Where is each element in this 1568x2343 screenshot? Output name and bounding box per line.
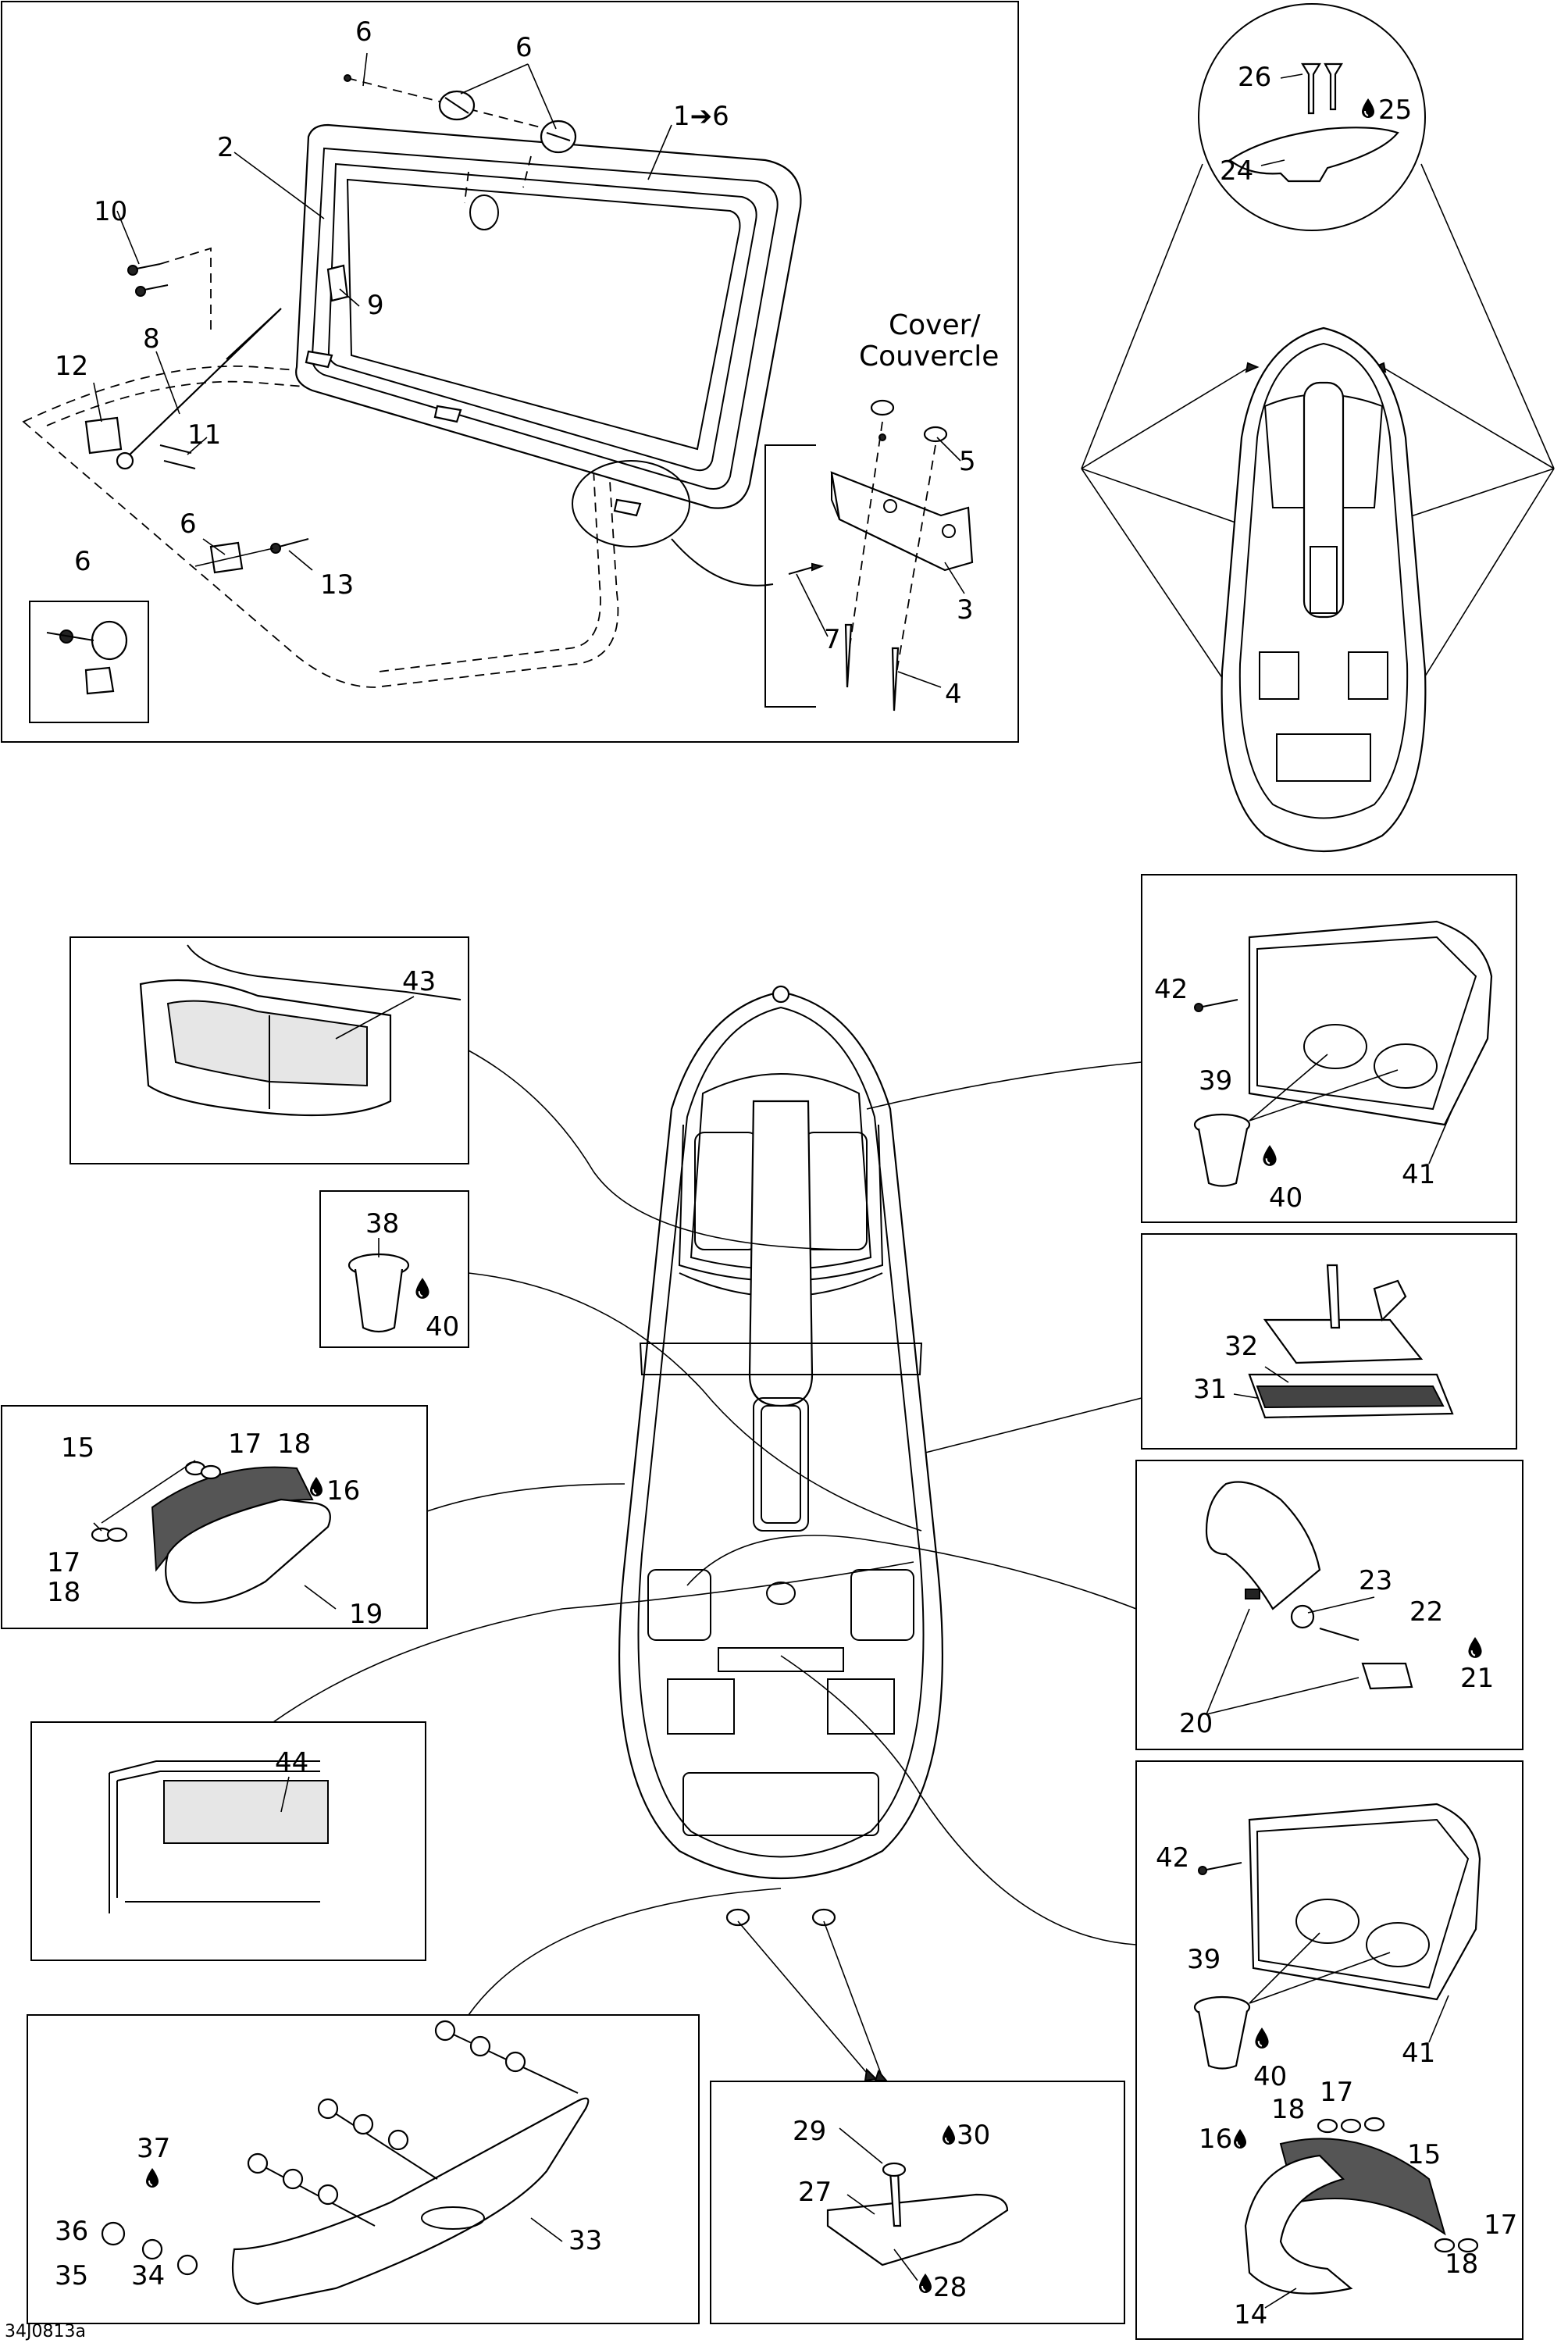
callout-38: 38 <box>365 1208 399 1239</box>
callout-40b: 40 <box>1269 1182 1303 1214</box>
callout-20: 20 <box>1179 1708 1213 1739</box>
lid-assembly-panel: 6 6 1➔6 2 10 9 8 12 11 6 13 6 Cover/ Cou… <box>1 1 1019 743</box>
callout-44: 44 <box>275 1747 308 1778</box>
callout-18b: 18 <box>47 1577 80 1608</box>
latch-knobs <box>344 74 577 204</box>
callout-18a: 18 <box>277 1428 311 1460</box>
callout-35: 35 <box>55 2260 88 2291</box>
callout-17d: 17 <box>1484 2209 1517 2241</box>
panel-19-grab-handle: 15 17 18 16 17 18 19 <box>1 1405 428 1630</box>
callout-17a: 17 <box>228 1428 262 1460</box>
callout-13: 13 <box>320 569 354 601</box>
callout-36: 36 <box>55 2216 88 2247</box>
callout-6c: 6 <box>180 508 197 540</box>
callout-7: 7 <box>824 624 841 655</box>
callout-25: 25 <box>1378 95 1412 126</box>
nut-washer-set <box>101 2020 526 2276</box>
callout-27: 27 <box>798 2177 832 2208</box>
callout-15: 15 <box>61 1432 94 1464</box>
callout-21: 21 <box>1460 1663 1494 1694</box>
callout-42b: 42 <box>1156 1842 1189 1874</box>
hinge-bracket <box>326 264 349 302</box>
panel-20-bumper: 23 22 21 20 <box>1135 1460 1523 1750</box>
callout-11: 11 <box>187 419 221 451</box>
callout-16a: 16 <box>326 1475 360 1507</box>
callout-3: 3 <box>957 594 974 626</box>
callout-41a: 41 <box>1402 1159 1435 1190</box>
callout-34: 34 <box>131 2260 165 2291</box>
panel-43-foam-pad: 43 <box>69 936 469 1164</box>
strut-bracket <box>84 416 123 455</box>
callout-39a: 39 <box>1199 1065 1232 1097</box>
callout-1-to-6: 1➔6 <box>673 101 729 132</box>
panel-41-storage-tray-b: 42 39 40 41 17 18 16 15 17 18 14 <box>1135 1760 1523 2340</box>
cover-label-en: Cover/ <box>889 309 981 341</box>
cleat-detail-group: 26 25 24 <box>1081 3 1555 852</box>
screw-pair <box>127 247 212 336</box>
cover-detail <box>764 399 974 711</box>
panel-38-cup-holder: 38 40 <box>319 1190 469 1348</box>
callout-23: 23 <box>1359 1565 1392 1596</box>
panel-31-32-gasket: 32 31 <box>1141 1233 1517 1450</box>
panel-44-liner: 44 <box>30 1721 426 1961</box>
callout-40a: 40 <box>426 1311 459 1343</box>
callout-9: 9 <box>367 290 384 321</box>
lid-latch-clip <box>305 350 333 369</box>
latch-inset-box <box>29 601 149 723</box>
callout-17c: 17 <box>1320 2077 1353 2108</box>
callout-18c: 18 <box>1271 2094 1305 2125</box>
panel-41-storage-tray-a: 42 39 40 41 <box>1141 874 1517 1223</box>
callout-39b: 39 <box>1187 1944 1221 1975</box>
callout-12: 12 <box>55 351 88 382</box>
callout-43: 43 <box>402 966 436 997</box>
callout-33: 33 <box>568 2225 602 2256</box>
callout-26: 26 <box>1238 62 1271 93</box>
callout-29: 29 <box>793 2116 826 2147</box>
compartment-opening-outline <box>22 365 619 688</box>
cleat-zoom-circle <box>1198 3 1426 231</box>
callout-41b: 41 <box>1402 2038 1435 2069</box>
callout-24: 24 <box>1220 155 1253 187</box>
panel-27-cleat: 29 30 27 28 <box>710 2081 1125 2324</box>
callout-31: 31 <box>1193 1374 1227 1405</box>
callout-16b: 16 <box>1199 2124 1232 2155</box>
callout-42a: 42 <box>1154 974 1188 1005</box>
connector-lines <box>273 1050 1142 2082</box>
main-boat-top-view <box>618 985 944 1927</box>
callout-19: 19 <box>349 1599 383 1630</box>
callout-6a: 6 <box>355 16 372 48</box>
detail-zoom-circle <box>572 460 690 547</box>
callout-8: 8 <box>143 323 160 355</box>
callout-32: 32 <box>1224 1331 1258 1362</box>
callout-5: 5 <box>959 446 976 477</box>
callout-17b: 17 <box>47 1547 80 1578</box>
callout-37: 37 <box>137 2133 170 2164</box>
callout-18d: 18 <box>1445 2248 1478 2280</box>
callout-10: 10 <box>94 196 127 227</box>
callout-15b: 15 <box>1407 2139 1441 2170</box>
gas-strut <box>116 308 282 470</box>
callout-4: 4 <box>945 679 962 710</box>
callout-40c: 40 <box>1253 2061 1287 2092</box>
callout-30: 30 <box>957 2120 990 2151</box>
callout-6b: 6 <box>515 32 533 63</box>
callout-6d: 6 <box>74 546 91 577</box>
small-boat-top-view <box>1221 326 1427 852</box>
cleat-screws <box>1301 62 1343 115</box>
callout-28: 28 <box>933 2272 967 2303</box>
callout-22: 22 <box>1409 1596 1443 1628</box>
callout-14: 14 <box>1234 2299 1267 2331</box>
panel-33-rear-handle: 37 36 35 34 33 <box>27 2014 700 2324</box>
callout-2: 2 <box>217 132 234 163</box>
drawing-code: 34J0813a <box>5 2322 86 2341</box>
cover-label-fr: Couvercle <box>859 341 999 373</box>
